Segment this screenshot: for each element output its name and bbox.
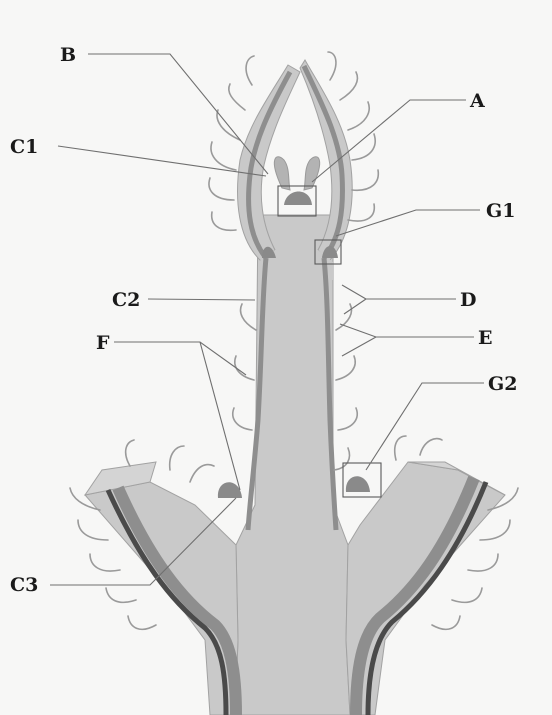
- label-c2: C2: [112, 289, 140, 311]
- label-e: E: [478, 327, 492, 349]
- label-b: B: [60, 44, 76, 66]
- primordium-right: [304, 157, 320, 190]
- label-a: A: [469, 90, 485, 112]
- label-f: F: [96, 332, 110, 354]
- label-g1: G1: [486, 200, 515, 222]
- axillary-bud-g2: [346, 476, 370, 492]
- label-c1: C1: [10, 136, 38, 158]
- label-c3: C3: [10, 574, 38, 596]
- apical-meristem: [284, 191, 312, 205]
- left-branch: [85, 482, 238, 715]
- label-d: D: [460, 289, 476, 311]
- label-g2: G2: [488, 373, 517, 395]
- primordium-left: [274, 157, 290, 190]
